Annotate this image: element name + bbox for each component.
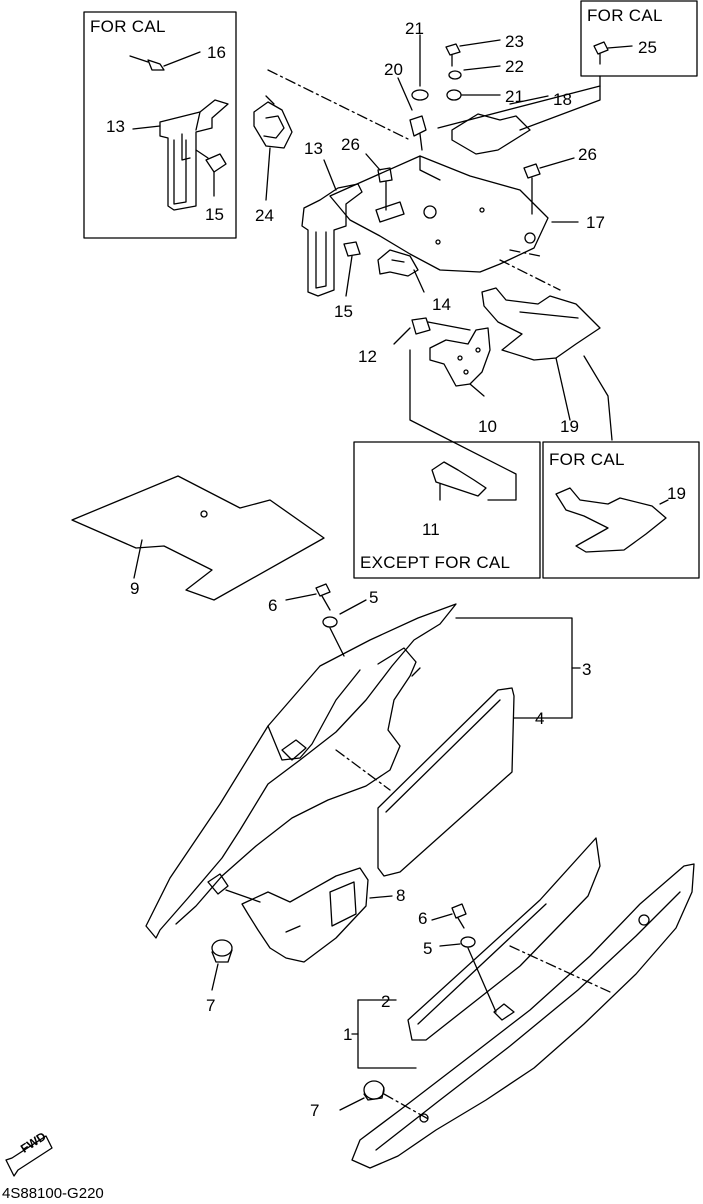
callout-20: 20 [384,60,403,79]
callout-23: 23 [505,32,524,51]
bracket-8 [241,867,393,963]
pad-19 [481,287,613,441]
except-for-cal-title: EXCEPT FOR CAL [360,553,511,572]
collar-21a [411,89,429,101]
for-cal-box-top-right [580,0,698,77]
callout-22: 22 [505,57,524,76]
callout-5-lower: 5 [423,939,433,958]
washer-5-lower [460,936,476,948]
drawing-code: 4S88100-G220 [2,1185,104,1202]
callout-21-top: 21 [405,19,424,38]
washer-5-upper [322,616,338,628]
clamp-11 [431,461,487,501]
callout-25: 25 [638,38,657,57]
pad-9 [71,475,325,601]
callout-4: 4 [535,709,545,728]
bracket-24 [253,95,293,201]
panel-2 [407,837,601,1041]
bolt-12 [393,317,471,345]
callout-7-lower: 7 [310,1101,320,1120]
fwd-arrow [5,1135,53,1177]
grommet-7-lower [339,1080,431,1121]
for-cal-title-right: FOR CAL [549,450,625,469]
bolt-23 [445,39,501,67]
callout-19: 19 [560,417,579,436]
bolt-26b [523,157,575,215]
callout-10: 10 [478,417,497,436]
bolt-26a [365,153,393,211]
collar-21b [446,89,462,101]
side-cover-1 [351,863,695,1169]
callout-8: 8 [396,886,406,905]
callout-18: 18 [553,90,572,109]
callout-26-left: 26 [341,135,360,154]
bracket-13-main [301,159,363,297]
callout-7-upper: 7 [206,996,216,1015]
screw-15-main [343,241,361,297]
callout-14: 14 [432,295,451,314]
bracket-13-cal [159,99,229,211]
panel-4 [377,687,515,877]
for-cal-box-right [542,441,700,579]
for-cal-title-top-left: FOR CAL [90,17,166,36]
callout-12: 12 [358,347,377,366]
for-cal-title-top-right: FOR CAL [587,6,663,25]
callout-9: 9 [130,579,140,598]
pad-19-cal [555,487,669,553]
screw-6-upper [285,583,331,611]
callout-3: 3 [582,660,592,679]
for-cal-box-top-left [83,11,237,239]
bolt-25 [593,41,633,65]
callout-5-upper: 5 [369,588,379,607]
callout-2: 2 [381,992,391,1011]
except-for-cal-box [353,441,541,579]
callout-13-cal: 13 [106,117,125,136]
callout-26-right: 26 [578,145,597,164]
callout-6-upper: 6 [268,596,278,615]
bolt-16 [129,51,201,71]
callout-11: 11 [422,520,440,539]
callout-24: 24 [255,206,274,225]
clamp-14 [377,249,425,293]
bracket-10 [429,327,491,397]
callout-21-mid: 21 [505,87,524,106]
callout-17: 17 [586,213,605,232]
grommet-7-upper [211,939,233,991]
screw-15-cal [195,149,227,197]
callout-13-main: 13 [304,139,323,158]
side-cover-3 [145,603,457,939]
callout-15-cal: 15 [205,205,224,224]
callout-1: 1 [343,1025,353,1044]
plate-17 [329,155,549,273]
callout-6-lower: 6 [418,909,428,928]
callout-16: 16 [207,43,226,62]
washer-22 [448,70,462,80]
bracket-20 [409,115,427,151]
screw-6-lower [431,903,467,929]
callout-15-main: 15 [334,302,353,321]
callout-19-cal: 19 [667,484,686,503]
